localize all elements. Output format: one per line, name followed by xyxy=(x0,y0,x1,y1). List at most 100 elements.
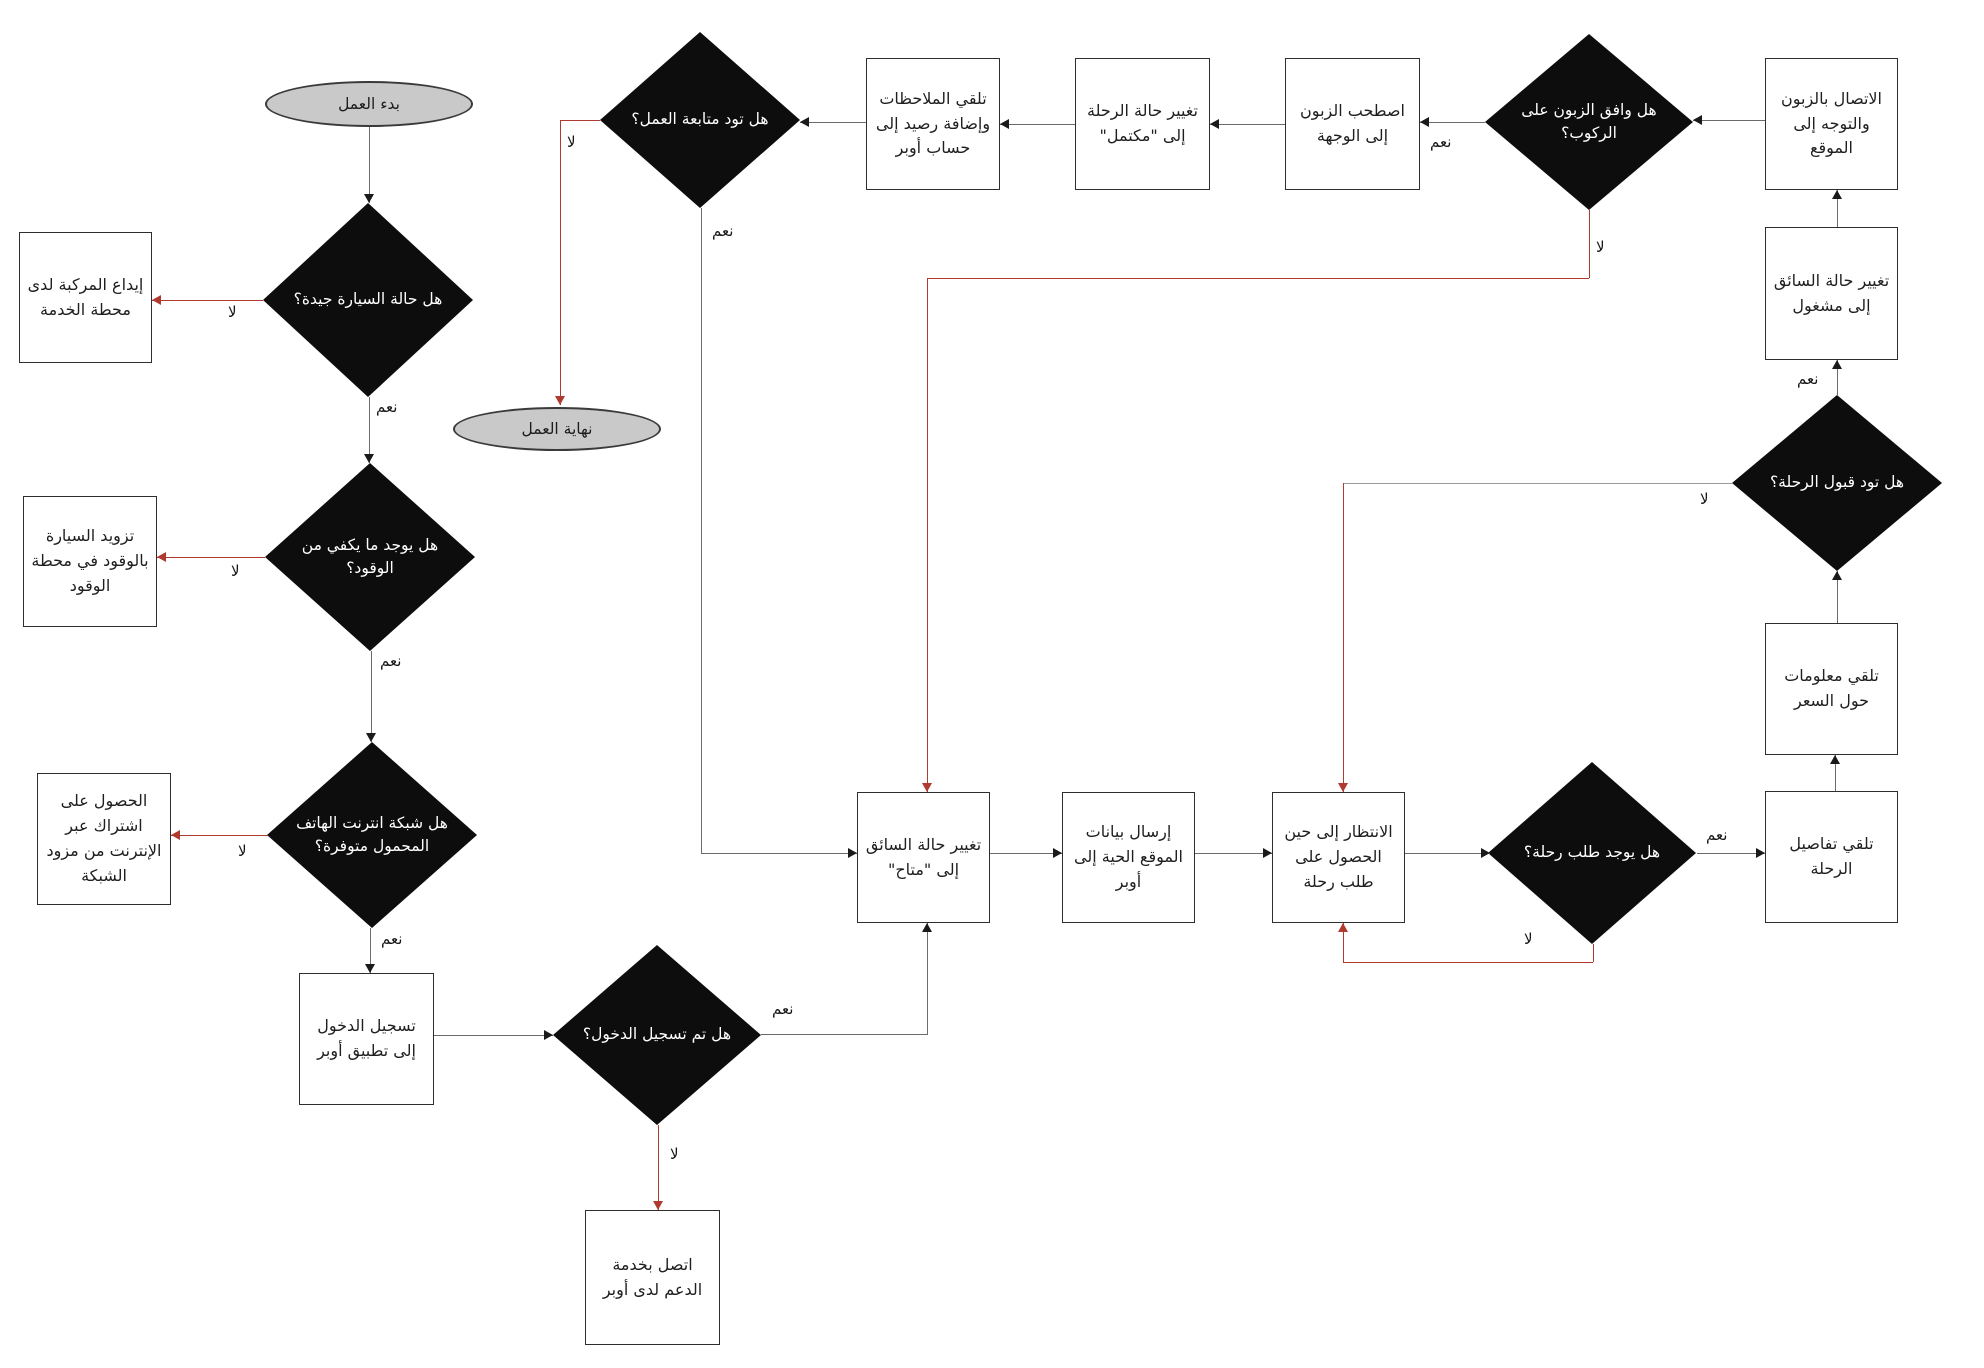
edge-fuel-no xyxy=(157,557,265,558)
arrowhead xyxy=(1338,923,1348,932)
arrowhead xyxy=(1832,360,1842,369)
edge-fuel-yes xyxy=(371,651,372,742)
process-login-uber-label: تسجيل الدخول إلى تطبيق أوبر xyxy=(317,1016,416,1060)
edge-available-to-location xyxy=(990,853,1062,854)
process-status-busy: تغيير حالة السائق إلى مشغول xyxy=(1765,227,1898,360)
process-refuel: تزويد السيارة بالوقود في محطة الوقود xyxy=(23,496,157,627)
edge-login-to-decision xyxy=(434,1035,553,1036)
edge-car-no xyxy=(152,300,263,301)
arrowhead xyxy=(1693,115,1702,125)
edge-label-yes: نعم xyxy=(1797,370,1819,388)
edge-completed-to-feedback xyxy=(1000,124,1075,125)
decision-logged-in-label: هل تم تسجيل الدخول؟ xyxy=(582,1025,732,1044)
edge-label-no: لا xyxy=(1596,238,1605,256)
arrowhead xyxy=(1053,848,1062,858)
edge-location-to-wait xyxy=(1195,853,1272,854)
arrowhead xyxy=(1481,848,1490,858)
arrowhead xyxy=(555,396,565,405)
edge-internet-yes xyxy=(370,928,371,973)
edge-loggedin-yes xyxy=(761,1034,928,1035)
edge-label-no: لا xyxy=(1700,490,1709,508)
process-wait-request-label: الانتظار إلى حين الحصول على طلب رحلة xyxy=(1284,822,1393,891)
decision-customer-agreed: هل وافق الزبون على الركوب؟ xyxy=(1485,34,1693,210)
edge-label-yes: نعم xyxy=(712,222,734,240)
process-price-info-label: تلقي معلومات حول السعر xyxy=(1784,666,1879,710)
edge-continue-yes xyxy=(701,208,702,853)
edge-agreed-no xyxy=(927,278,1589,279)
process-trip-details: تلقي تفاصيل الرحلة xyxy=(1765,791,1898,923)
edge-loggedin-yes xyxy=(927,923,928,1035)
arrowhead xyxy=(922,923,932,932)
edge-label-no: لا xyxy=(228,303,237,321)
arrowhead xyxy=(157,552,166,562)
arrowhead xyxy=(800,117,809,127)
edge-label-no: لا xyxy=(670,1145,679,1163)
edge-label-no: لا xyxy=(238,842,247,860)
edge-label-yes: نعم xyxy=(381,930,403,948)
process-receive-feedback: تلقي الملاحظات وإضافة رصيد إلى حساب أوبر xyxy=(866,58,1000,190)
edge-label-no: لا xyxy=(1524,930,1533,948)
process-receive-feedback-label: تلقي الملاحظات وإضافة رصيد إلى حساب أوبر xyxy=(875,88,991,158)
process-wait-request: الانتظار إلى حين الحصول على طلب رحلة xyxy=(1272,792,1405,923)
decision-logged-in: هل تم تسجيل الدخول؟ xyxy=(553,945,761,1125)
arrowhead xyxy=(922,783,932,792)
edge-accept-yes xyxy=(1837,360,1838,395)
arrowhead xyxy=(1338,783,1348,792)
edge-details-to-price xyxy=(1835,755,1836,791)
edge-feedback-to-continue xyxy=(800,122,866,123)
edge-agreed-no xyxy=(927,278,928,792)
arrowhead xyxy=(171,830,180,840)
edge-continue-yes xyxy=(701,853,857,854)
edge-label-yes: نعم xyxy=(376,398,398,416)
arrowhead xyxy=(365,964,375,973)
process-deposit-vehicle: إيداع المركبة لدى محطة الخدمة xyxy=(19,232,152,363)
edge-label-no: لا xyxy=(231,562,240,580)
process-send-location: إرسال بيانات الموقع الحية إلى أوبر xyxy=(1062,792,1195,923)
edge-start-to-car xyxy=(369,127,370,203)
edge-label-yes: نعم xyxy=(1430,133,1452,151)
decision-internet-available-label: هل شبكة انترنت الهاتف المحمول متوفرة؟ xyxy=(296,813,448,855)
decision-continue-work-label: هل تود متابعة العمل؟ xyxy=(631,110,769,129)
arrowhead xyxy=(653,1201,663,1210)
arrowhead xyxy=(1263,848,1272,858)
process-ride-customer: اصطحب الزبون إلى الوجهة xyxy=(1285,58,1420,190)
decision-fuel-enough-label: هل يوجد ما يكفي من الوقود؟ xyxy=(301,535,439,577)
arrowhead xyxy=(848,848,857,858)
edge-busy-to-contact xyxy=(1837,190,1838,227)
decision-fuel-enough: هل يوجد ما يكفي من الوقود؟ xyxy=(265,463,475,651)
arrowhead xyxy=(1832,571,1842,580)
edge-request-yes xyxy=(1697,853,1765,854)
edge-agreed-no xyxy=(1589,210,1590,278)
process-contact-support-label: اتصل بخدمة الدعم لدى أوبر xyxy=(602,1254,703,1299)
end-terminal-label: نهاية العمل xyxy=(521,420,593,438)
decision-trip-request-label: هل يوجد طلب رحلة؟ xyxy=(1523,843,1661,862)
edge-continue-no xyxy=(560,120,561,405)
arrowhead xyxy=(1000,119,1009,129)
edge-agreed-yes xyxy=(1420,122,1485,123)
end-terminal: نهاية العمل xyxy=(453,407,661,451)
decision-accept-trip-label: هل تود قبول الرحلة؟ xyxy=(1769,473,1905,492)
decision-trip-request: هل يوجد طلب رحلة؟ xyxy=(1488,762,1696,944)
process-trip-details-label: تلقي تفاصيل الرحلة xyxy=(1789,834,1874,878)
process-price-info: تلقي معلومات حول السعر xyxy=(1765,623,1898,755)
start-terminal: بدء العمل xyxy=(265,81,473,127)
edge-request-no xyxy=(1343,962,1593,963)
edge-request-no xyxy=(1593,944,1594,962)
process-get-subscription: الحصول على اشتراك عبر الإنترنت من مزود ا… xyxy=(37,773,171,905)
arrowhead xyxy=(364,454,374,463)
arrowhead xyxy=(1420,117,1429,127)
arrowhead xyxy=(544,1030,553,1040)
arrowhead xyxy=(1210,119,1219,129)
arrowhead xyxy=(152,295,161,305)
decision-customer-agreed-label: هل وافق الزبون على الركوب؟ xyxy=(1521,100,1657,142)
edge-wait-to-request xyxy=(1405,853,1490,854)
process-contact-support: اتصل بخدمة الدعم لدى أوبر xyxy=(585,1210,720,1345)
edge-label-yes: نعم xyxy=(1706,826,1728,844)
decision-car-condition: هل حالة السيارة جيدة؟ xyxy=(263,203,473,397)
process-send-location-label: إرسال بيانات الموقع الحية إلى أوبر xyxy=(1074,822,1183,891)
edge-car-yes xyxy=(369,397,370,463)
arrowhead xyxy=(366,733,376,742)
decision-car-condition-label: هل حالة السيارة جيدة؟ xyxy=(293,290,443,309)
process-refuel-label: تزويد السيارة بالوقود في محطة الوقود xyxy=(31,526,149,595)
